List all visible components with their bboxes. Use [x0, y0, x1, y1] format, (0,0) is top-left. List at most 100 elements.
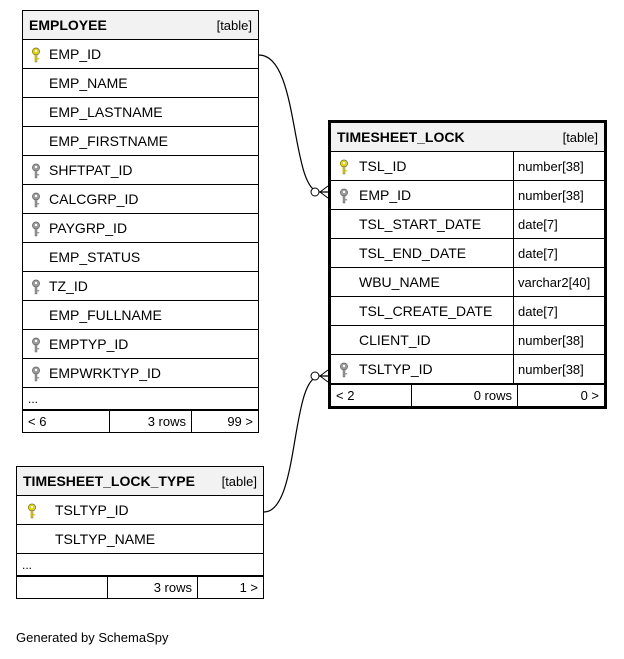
edge-crowsfoot: [319, 185, 329, 199]
column-name: TSLTYP_NAME: [55, 531, 156, 547]
column-name-cell: EMP_STATUS: [23, 243, 258, 271]
row-count: 3 rows: [109, 411, 191, 432]
column-name: EMPTYP_ID: [49, 336, 129, 352]
column-type: varchar2[40]: [513, 268, 604, 296]
column-name-cell: EMP_ID: [23, 40, 258, 68]
column-name: TZ_ID: [49, 278, 88, 294]
employee-table[interactable]: EMPLOYEE [table] EMP_ID EMP_NAME EMP_LASTN…: [22, 10, 259, 433]
table-row[interactable]: EMPWRKTYP_ID: [23, 359, 258, 388]
table-row[interactable]: TSL_CREATE_DATE date[7]: [331, 297, 604, 326]
table-row[interactable]: PAYGRP_ID: [23, 214, 258, 243]
column-name-cell: EMP_ID: [331, 181, 513, 209]
column-type: number[38]: [513, 355, 604, 383]
column-name: TSL_START_DATE: [359, 216, 482, 232]
primary-key-icon: [30, 47, 42, 63]
table-row[interactable]: EMP_ID: [23, 40, 258, 69]
table-header: TIMESHEET_LOCK_TYPE [table]: [17, 467, 263, 496]
table-row[interactable]: EMP_LASTNAME: [23, 98, 258, 127]
column-type: number[38]: [513, 152, 604, 180]
table-row[interactable]: EMP_FULLNAME: [23, 301, 258, 330]
table-row[interactable]: EMP_STATUS: [23, 243, 258, 272]
table-row[interactable]: EMP_NAME: [23, 69, 258, 98]
table-row[interactable]: TZ_ID: [23, 272, 258, 301]
foreign-key-icon: [30, 192, 42, 208]
table-footer: 3 rows 1 >: [17, 576, 263, 598]
row-count: 0 rows: [411, 385, 517, 406]
foreign-key-icon: [30, 221, 42, 237]
column-name: EMP_LASTNAME: [49, 104, 163, 120]
table-name: TIMESHEET_LOCK_TYPE: [23, 473, 195, 489]
parents-count[interactable]: < 2: [336, 388, 355, 403]
column-type: date[7]: [513, 239, 604, 267]
table-footer: < 2 0 rows 0 >: [331, 384, 604, 406]
table-row[interactable]: TSL_START_DATE date[7]: [331, 210, 604, 239]
table-name: EMPLOYEE: [29, 17, 107, 33]
column-name-cell: EMP_FULLNAME: [23, 301, 258, 329]
children-count[interactable]: 99 >: [191, 411, 258, 432]
column-name: TSLTYP_ID: [55, 502, 129, 518]
edge-employee-to-timesheet-lock: [258, 54, 328, 193]
children-count[interactable]: 0 >: [517, 385, 604, 406]
foreign-key-icon: [30, 337, 42, 353]
row-count: 3 rows: [107, 577, 197, 598]
foreign-key-icon: [30, 279, 42, 295]
column-type: date[7]: [513, 210, 604, 238]
column-name: TSL_CREATE_DATE: [359, 303, 493, 319]
primary-key-icon: [26, 503, 38, 519]
table-type: [table]: [221, 473, 257, 489]
column-name: PAYGRP_ID: [49, 220, 128, 236]
column-name-cell: EMP_LASTNAME: [23, 98, 258, 126]
column-list: TSLTYP_ID TSLTYP_NAME: [17, 496, 263, 554]
column-name-cell: EMPTYP_ID: [23, 330, 258, 358]
column-name-cell: TSLTYP_ID: [331, 355, 513, 383]
column-name: CALCGRP_ID: [49, 191, 139, 207]
table-row[interactable]: SHFTPAT_ID: [23, 156, 258, 185]
column-name-cell: CLIENT_ID: [331, 326, 513, 354]
table-row[interactable]: TSLTYP_ID: [17, 496, 263, 525]
generated-by-caption: Generated by SchemaSpy: [16, 630, 169, 645]
foreign-key-icon: [30, 163, 42, 179]
column-name: TSL_ID: [359, 158, 407, 174]
parents-count[interactable]: < 6: [28, 414, 47, 429]
children-count[interactable]: 1 >: [197, 577, 263, 598]
more-columns: ...: [17, 554, 263, 576]
table-row[interactable]: CALCGRP_ID: [23, 185, 258, 214]
column-name-cell: TSLTYP_NAME: [17, 525, 263, 553]
column-name: EMP_NAME: [49, 75, 128, 91]
edge-optional-marker: [310, 187, 320, 197]
column-type: date[7]: [513, 297, 604, 325]
table-row[interactable]: EMPTYP_ID: [23, 330, 258, 359]
column-name-cell: PAYGRP_ID: [23, 214, 258, 242]
table-name: TIMESHEET_LOCK: [337, 129, 465, 145]
column-name: EMP_FULLNAME: [49, 307, 162, 323]
column-name-cell: TSL_START_DATE: [331, 210, 513, 238]
table-row[interactable]: TSLTYP_NAME: [17, 525, 263, 554]
table-row[interactable]: EMP_FIRSTNAME: [23, 127, 258, 156]
table-footer: < 6 3 rows 99 >: [23, 410, 258, 432]
table-header: EMPLOYEE [table]: [23, 11, 258, 40]
column-name-cell: SHFTPAT_ID: [23, 156, 258, 184]
foreign-key-icon: [338, 362, 350, 378]
more-columns: ...: [23, 388, 258, 410]
table-type: [table]: [562, 129, 598, 145]
table-header: TIMESHEET_LOCK [table]: [331, 123, 604, 152]
column-name: EMPWRKTYP_ID: [49, 365, 162, 381]
table-row[interactable]: TSL_ID number[38]: [331, 152, 604, 181]
column-type: number[38]: [513, 326, 604, 354]
primary-key-icon: [338, 159, 350, 175]
column-name: EMP_STATUS: [49, 249, 141, 265]
parents-count[interactable]: [17, 577, 107, 598]
edge-optional-marker: [310, 371, 320, 381]
column-name-cell: TSL_ID: [331, 152, 513, 180]
column-type: number[38]: [513, 181, 604, 209]
column-name-cell: TSLTYP_ID: [17, 496, 263, 524]
